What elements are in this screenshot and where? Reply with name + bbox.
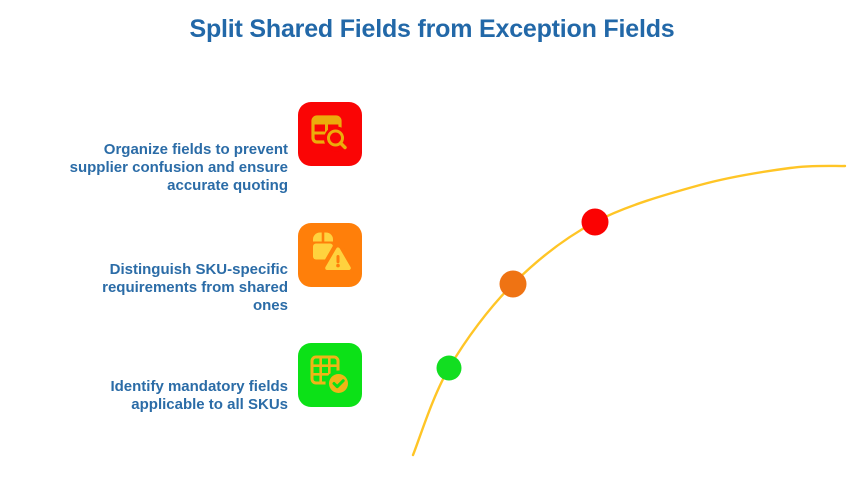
stage-2-dot xyxy=(499,270,527,298)
text-line: Identify mandatory fields xyxy=(110,378,288,395)
text-line: applicable to all SKUs xyxy=(131,396,288,413)
table-search-glyph xyxy=(311,115,349,152)
stage-1-dot xyxy=(436,355,462,381)
text-line: supplier confusion and ensure xyxy=(69,159,288,176)
magnifier-lens xyxy=(327,129,344,147)
magnifier-handle xyxy=(338,141,347,150)
item-text-distinguish-sku: Distinguish SKU-specific requirements fr… xyxy=(30,261,288,315)
item-text-organize-fields: Organize fields to prevent supplier conf… xyxy=(30,141,288,195)
check-mark xyxy=(332,379,345,389)
text-line: requirements from shared xyxy=(102,279,288,296)
exclamation-dot xyxy=(336,263,340,268)
item-text-identify-mandatory: Identify mandatory fields applicable to … xyxy=(30,378,288,414)
text-line: ones xyxy=(252,297,288,314)
page-title: Split Shared Fields from Exception Field… xyxy=(189,15,675,43)
table-search-icon xyxy=(298,102,362,166)
package-warning-glyph xyxy=(313,232,356,273)
text-line: accurate quoting xyxy=(167,177,288,194)
text-line: Organize fields to prevent xyxy=(103,141,288,158)
table-check-icon xyxy=(298,343,362,407)
curve-line xyxy=(411,164,847,457)
table-check-glyph xyxy=(310,355,352,397)
stage-3-dot xyxy=(581,208,609,236)
text-line: Distinguish SKU-specific xyxy=(109,261,288,278)
package-warning-icon xyxy=(298,223,362,287)
